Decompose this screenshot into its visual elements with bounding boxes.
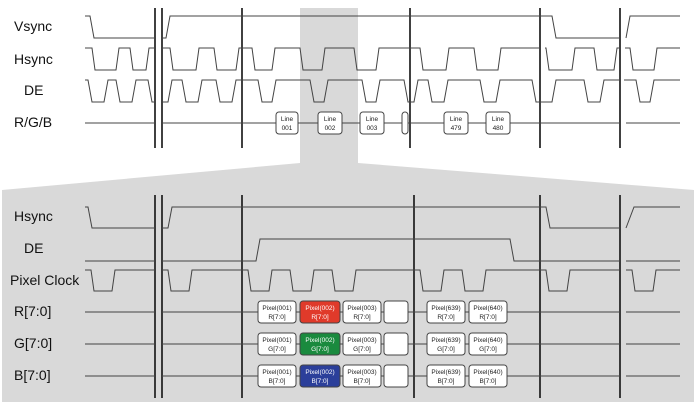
de-detail-label: DE	[24, 240, 43, 256]
vsync-wave	[85, 15, 155, 39]
hsync-detail-wave	[85, 206, 155, 229]
hsync-detail-wave	[162, 206, 242, 229]
line-box-number: 480	[493, 125, 504, 132]
pixel-clock-wave	[626, 269, 680, 292]
hsync-label: Hsync	[14, 51, 53, 67]
de-detail-wave	[242, 238, 540, 262]
pixel-cell-index: Pixel(003)	[347, 369, 376, 376]
pixel-cell-channel: B[7:0]	[480, 378, 497, 385]
pixel-clock-wave	[414, 269, 540, 292]
pixel-cell-index: Pixel(640)	[473, 305, 502, 312]
pixel-cell-channel: R[7:0]	[353, 314, 371, 321]
pixel-cell-channel: R[7:0]	[268, 314, 286, 321]
pixel-cell-index: Pixel(002)	[305, 337, 334, 344]
line-box-label: Line	[450, 116, 463, 123]
zoom-magnifier-region	[2, 8, 694, 190]
de-wave	[410, 79, 540, 103]
pixel-cell-channel: G[7:0]	[268, 346, 286, 353]
pixel-cell-channel: G[7:0]	[479, 346, 497, 353]
pixel-cell-channel: G[7:0]	[311, 346, 329, 353]
hsync-wave	[162, 47, 540, 71]
de-wave	[162, 79, 242, 103]
pixel-cell-index: Pixel(003)	[347, 305, 376, 312]
hsync-detail-wave	[540, 206, 620, 229]
hsync-wave	[85, 47, 155, 71]
pixel-cell-channel: G[7:0]	[437, 346, 455, 353]
line-box-number: 003	[367, 125, 378, 132]
de-wave	[85, 79, 155, 103]
line-box-number: 002	[325, 125, 336, 132]
pixel-clock-wave	[540, 269, 620, 292]
de-wave	[540, 79, 620, 103]
vsync-wave	[625, 15, 680, 39]
pixel-cell-channel: B[7:0]	[354, 378, 371, 385]
pixel-cell-channel: R[7:0]	[311, 314, 329, 321]
pixel-cell-index: Pixel(640)	[473, 369, 502, 376]
pixel-cell-index: Pixel(639)	[431, 369, 460, 376]
line-box-label: Line	[492, 116, 505, 123]
pixel-cell-channel: B[7:0]	[438, 378, 455, 385]
pixel-clock-wave	[162, 269, 242, 292]
vsync-wave	[540, 15, 620, 39]
de-wave	[624, 79, 680, 103]
pixel-clock-wave	[85, 269, 155, 292]
hsync-detail-wave	[625, 206, 680, 229]
pixel-cell-channel: R[7:0]	[437, 314, 455, 321]
rgb-line-box	[401, 111, 409, 135]
pixel-cell-index: Pixel(640)	[473, 337, 502, 344]
line-box-label: Line	[366, 116, 379, 123]
de-wave	[242, 79, 410, 103]
g-data-label: G[7:0]	[14, 335, 52, 351]
pixel-cell-index: Pixel(002)	[305, 305, 334, 312]
top-panel-waveforms: Line 001 Line 002 Line 003 Line 479 Line 480	[85, 8, 680, 148]
pixel-cell-index: Pixel(001)	[262, 337, 291, 344]
vsync-wave	[162, 15, 540, 39]
line-box-number: 001	[282, 125, 293, 132]
pixel-cell-index: Pixel(639)	[431, 337, 460, 344]
hsync-wave	[625, 47, 680, 71]
hsync-detail-label: Hsync	[14, 208, 53, 224]
b-data-label: B[7:0]	[14, 367, 51, 383]
pixel-clock-label: Pixel Clock	[10, 272, 80, 288]
pixel-cell	[383, 332, 409, 356]
pixel-cell-channel: B[7:0]	[312, 378, 329, 385]
pixel-cell	[383, 364, 409, 388]
r-data-label: R[7:0]	[14, 303, 51, 319]
pixel-cell-index: Pixel(002)	[305, 369, 334, 376]
pixel-cell-channel: R[7:0]	[479, 314, 497, 321]
pixel-clock-wave	[242, 269, 414, 292]
pixel-cell-index: Pixel(003)	[347, 337, 376, 344]
pixel-cell	[383, 300, 409, 324]
rgb-label: R/G/B	[14, 114, 52, 130]
pixel-cell-index: Pixel(639)	[431, 305, 460, 312]
pixel-cell-channel: B[7:0]	[269, 378, 286, 385]
vsync-label: Vsync	[14, 18, 52, 34]
pixel-cell-channel: G[7:0]	[353, 346, 371, 353]
pixel-cell-index: Pixel(001)	[262, 305, 291, 312]
hsync-wave	[545, 47, 620, 71]
line-box-label: Line	[324, 116, 337, 123]
de-label: DE	[24, 82, 43, 98]
line-box-label: Line	[281, 116, 294, 123]
pixel-cell-index: Pixel(001)	[262, 369, 291, 376]
bottom-panel-waveforms: Pixel(001) R[7:0] Pixel(002) R[7:0] Pixel(00…	[85, 195, 680, 398]
line-box-number: 479	[451, 125, 462, 132]
